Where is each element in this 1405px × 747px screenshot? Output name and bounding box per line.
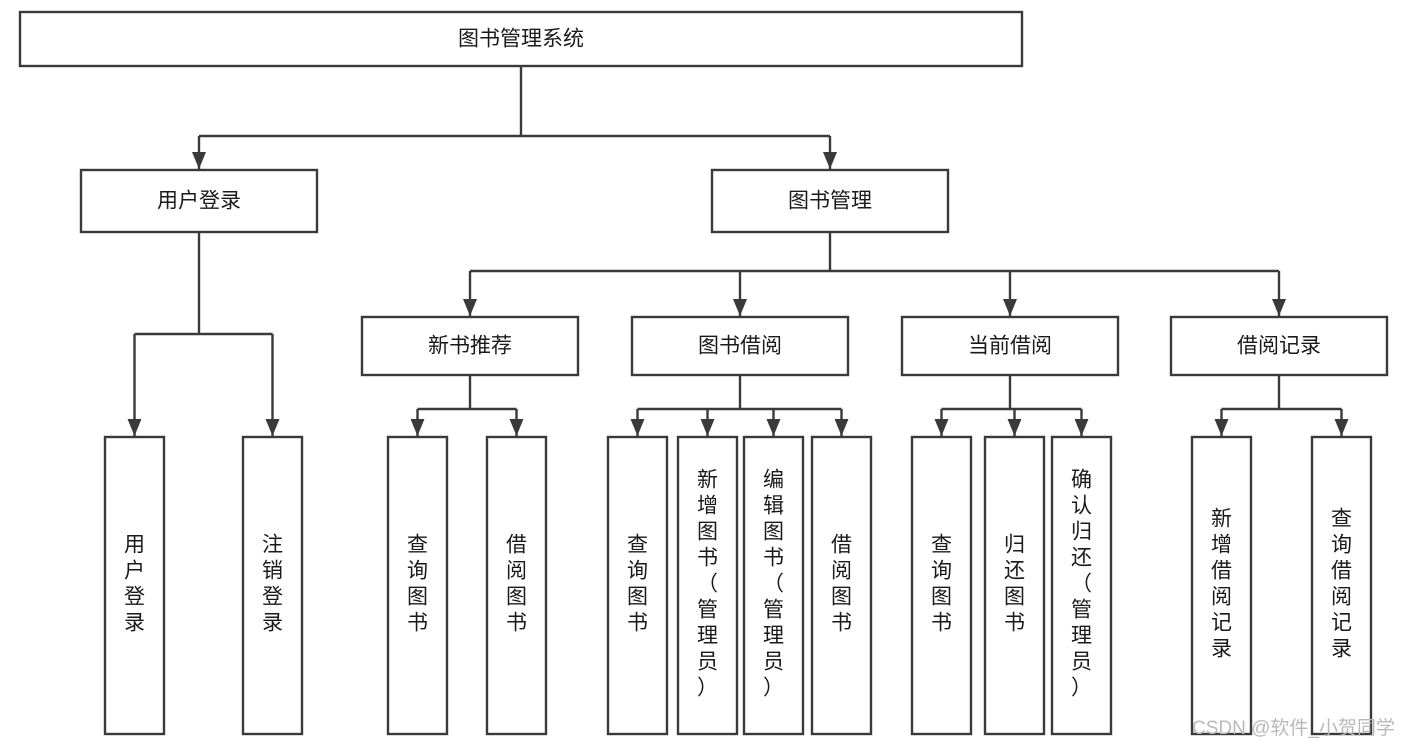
arrow-leaf-user-login [127,419,142,436]
node-book-borrow[interactable]: 图书借阅 [630,315,850,377]
arrow-leaf-edit-book-admin [766,419,781,436]
arrow-new-book-rec [463,299,477,316]
node-label-leaf-user-logout: 注销登录 [262,534,283,635]
node-box-leaf-add-book-admin [676,435,739,736]
arrow-leaf-confirm-return-admin [1074,419,1089,436]
node-box-leaf-confirm-return-admin [1050,435,1113,736]
node-label-current-borrow: 当前借阅 [968,335,1052,358]
node-box-leaf-query-book-rec [386,435,449,736]
node-label-leaf-return-book: 归还图书 [1004,534,1025,635]
node-box-leaf-return-book [983,435,1046,736]
node-new-book-rec[interactable]: 新书推荐 [360,315,580,377]
node-label-leaf-borrow-book: 借阅图书 [831,534,852,635]
node-box-new-book-rec [360,315,580,377]
node-label-leaf-user-login: 用户登录 [124,534,145,635]
arrow-leaf-query-borrow-record [1334,419,1349,436]
node-root[interactable]: 图书管理系统 [18,10,1024,68]
connector-layer [127,66,1349,436]
watermark-layer: CSDN @软件_小贺同学 [1192,717,1395,739]
node-label-user-login: 用户登录 [157,190,241,213]
node-box-leaf-user-logout [241,435,304,736]
node-leaf-query-book-current[interactable]: 查询图书 [910,435,973,736]
node-label-book-borrow: 图书借阅 [698,335,782,358]
arrow-leaf-add-book-admin [700,419,715,436]
node-leaf-borrow-book[interactable]: 借阅图书 [810,435,873,736]
node-box-book-borrow [630,315,850,377]
node-box-book-manage [710,168,950,234]
node-book-manage[interactable]: 图书管理 [710,168,950,234]
node-leaf-borrow-book-rec[interactable]: 借阅图书 [485,435,548,736]
node-label-leaf-add-borrow-record: 新增借阅记录 [1211,508,1232,661]
arrow-leaf-borrow-book-rec [509,419,524,436]
node-leaf-edit-book-admin[interactable]: 编辑图书（管理员） [742,435,805,736]
csdn-watermark: CSDN @软件_小贺同学 [1192,717,1395,739]
node-layer: 用户登录图书管理新书推荐图书借阅当前借阅借阅记录用户登录注销登录查询图书借阅图书… [18,10,1389,736]
node-box-root [18,10,1024,68]
node-box-leaf-borrow-book [810,435,873,736]
node-label-leaf-confirm-return-admin: 确认归还（管理员） [1071,469,1092,700]
arrow-leaf-query-book-current [934,419,949,436]
node-box-leaf-borrow-book-rec [485,435,548,736]
node-box-leaf-add-borrow-record [1190,435,1253,736]
node-label-leaf-query-borrow-record: 查询借阅记录 [1331,508,1352,661]
arrow-leaf-return-book [1007,419,1022,436]
node-label-root: 图书管理系统 [458,28,584,51]
node-leaf-add-book-admin[interactable]: 新增图书（管理员） [676,435,739,736]
node-box-leaf-query-book-current [910,435,973,736]
node-leaf-add-borrow-record[interactable]: 新增借阅记录 [1190,435,1253,736]
node-box-leaf-query-book-borrow [606,435,669,736]
arrow-user-login [192,152,206,169]
node-current-borrow[interactable]: 当前借阅 [900,315,1120,377]
arrow-current-borrow [1003,299,1017,316]
node-leaf-query-book-borrow[interactable]: 查询图书 [606,435,669,736]
arrow-borrow-record [1272,299,1286,316]
node-box-current-borrow [900,315,1120,377]
node-user-login[interactable]: 用户登录 [79,168,319,234]
node-label-leaf-query-book-current: 查询图书 [931,534,952,635]
node-label-leaf-edit-book-admin: 编辑图书（管理员） [763,469,784,700]
node-box-leaf-query-borrow-record [1310,435,1373,736]
node-borrow-record[interactable]: 借阅记录 [1169,315,1389,377]
node-label-leaf-query-book-rec: 查询图书 [407,534,428,635]
node-label-leaf-borrow-book-rec: 借阅图书 [506,534,527,635]
arrow-leaf-borrow-book [834,419,849,436]
arrow-book-manage [823,152,837,169]
node-leaf-query-borrow-record[interactable]: 查询借阅记录 [1310,435,1373,736]
node-box-borrow-record [1169,315,1389,377]
node-leaf-user-logout[interactable]: 注销登录 [241,435,304,736]
node-leaf-query-book-rec[interactable]: 查询图书 [386,435,449,736]
node-leaf-user-login[interactable]: 用户登录 [103,435,166,736]
arrow-leaf-add-borrow-record [1214,419,1229,436]
node-box-user-login [79,168,319,234]
arrow-leaf-query-book-borrow [630,419,645,436]
node-label-leaf-add-book-admin: 新增图书（管理员） [697,469,718,700]
arrow-leaf-user-logout [265,419,280,436]
node-box-leaf-user-login [103,435,166,736]
arrow-leaf-query-book-rec [410,419,425,436]
node-label-book-manage: 图书管理 [788,190,872,213]
node-leaf-return-book[interactable]: 归还图书 [983,435,1046,736]
arrow-book-borrow [733,299,747,316]
node-leaf-confirm-return-admin[interactable]: 确认归还（管理员） [1050,435,1113,736]
node-box-leaf-edit-book-admin [742,435,805,736]
node-label-new-book-rec: 新书推荐 [428,335,512,358]
node-label-leaf-query-book-borrow: 查询图书 [627,534,648,635]
node-label-borrow-record: 借阅记录 [1237,335,1321,358]
